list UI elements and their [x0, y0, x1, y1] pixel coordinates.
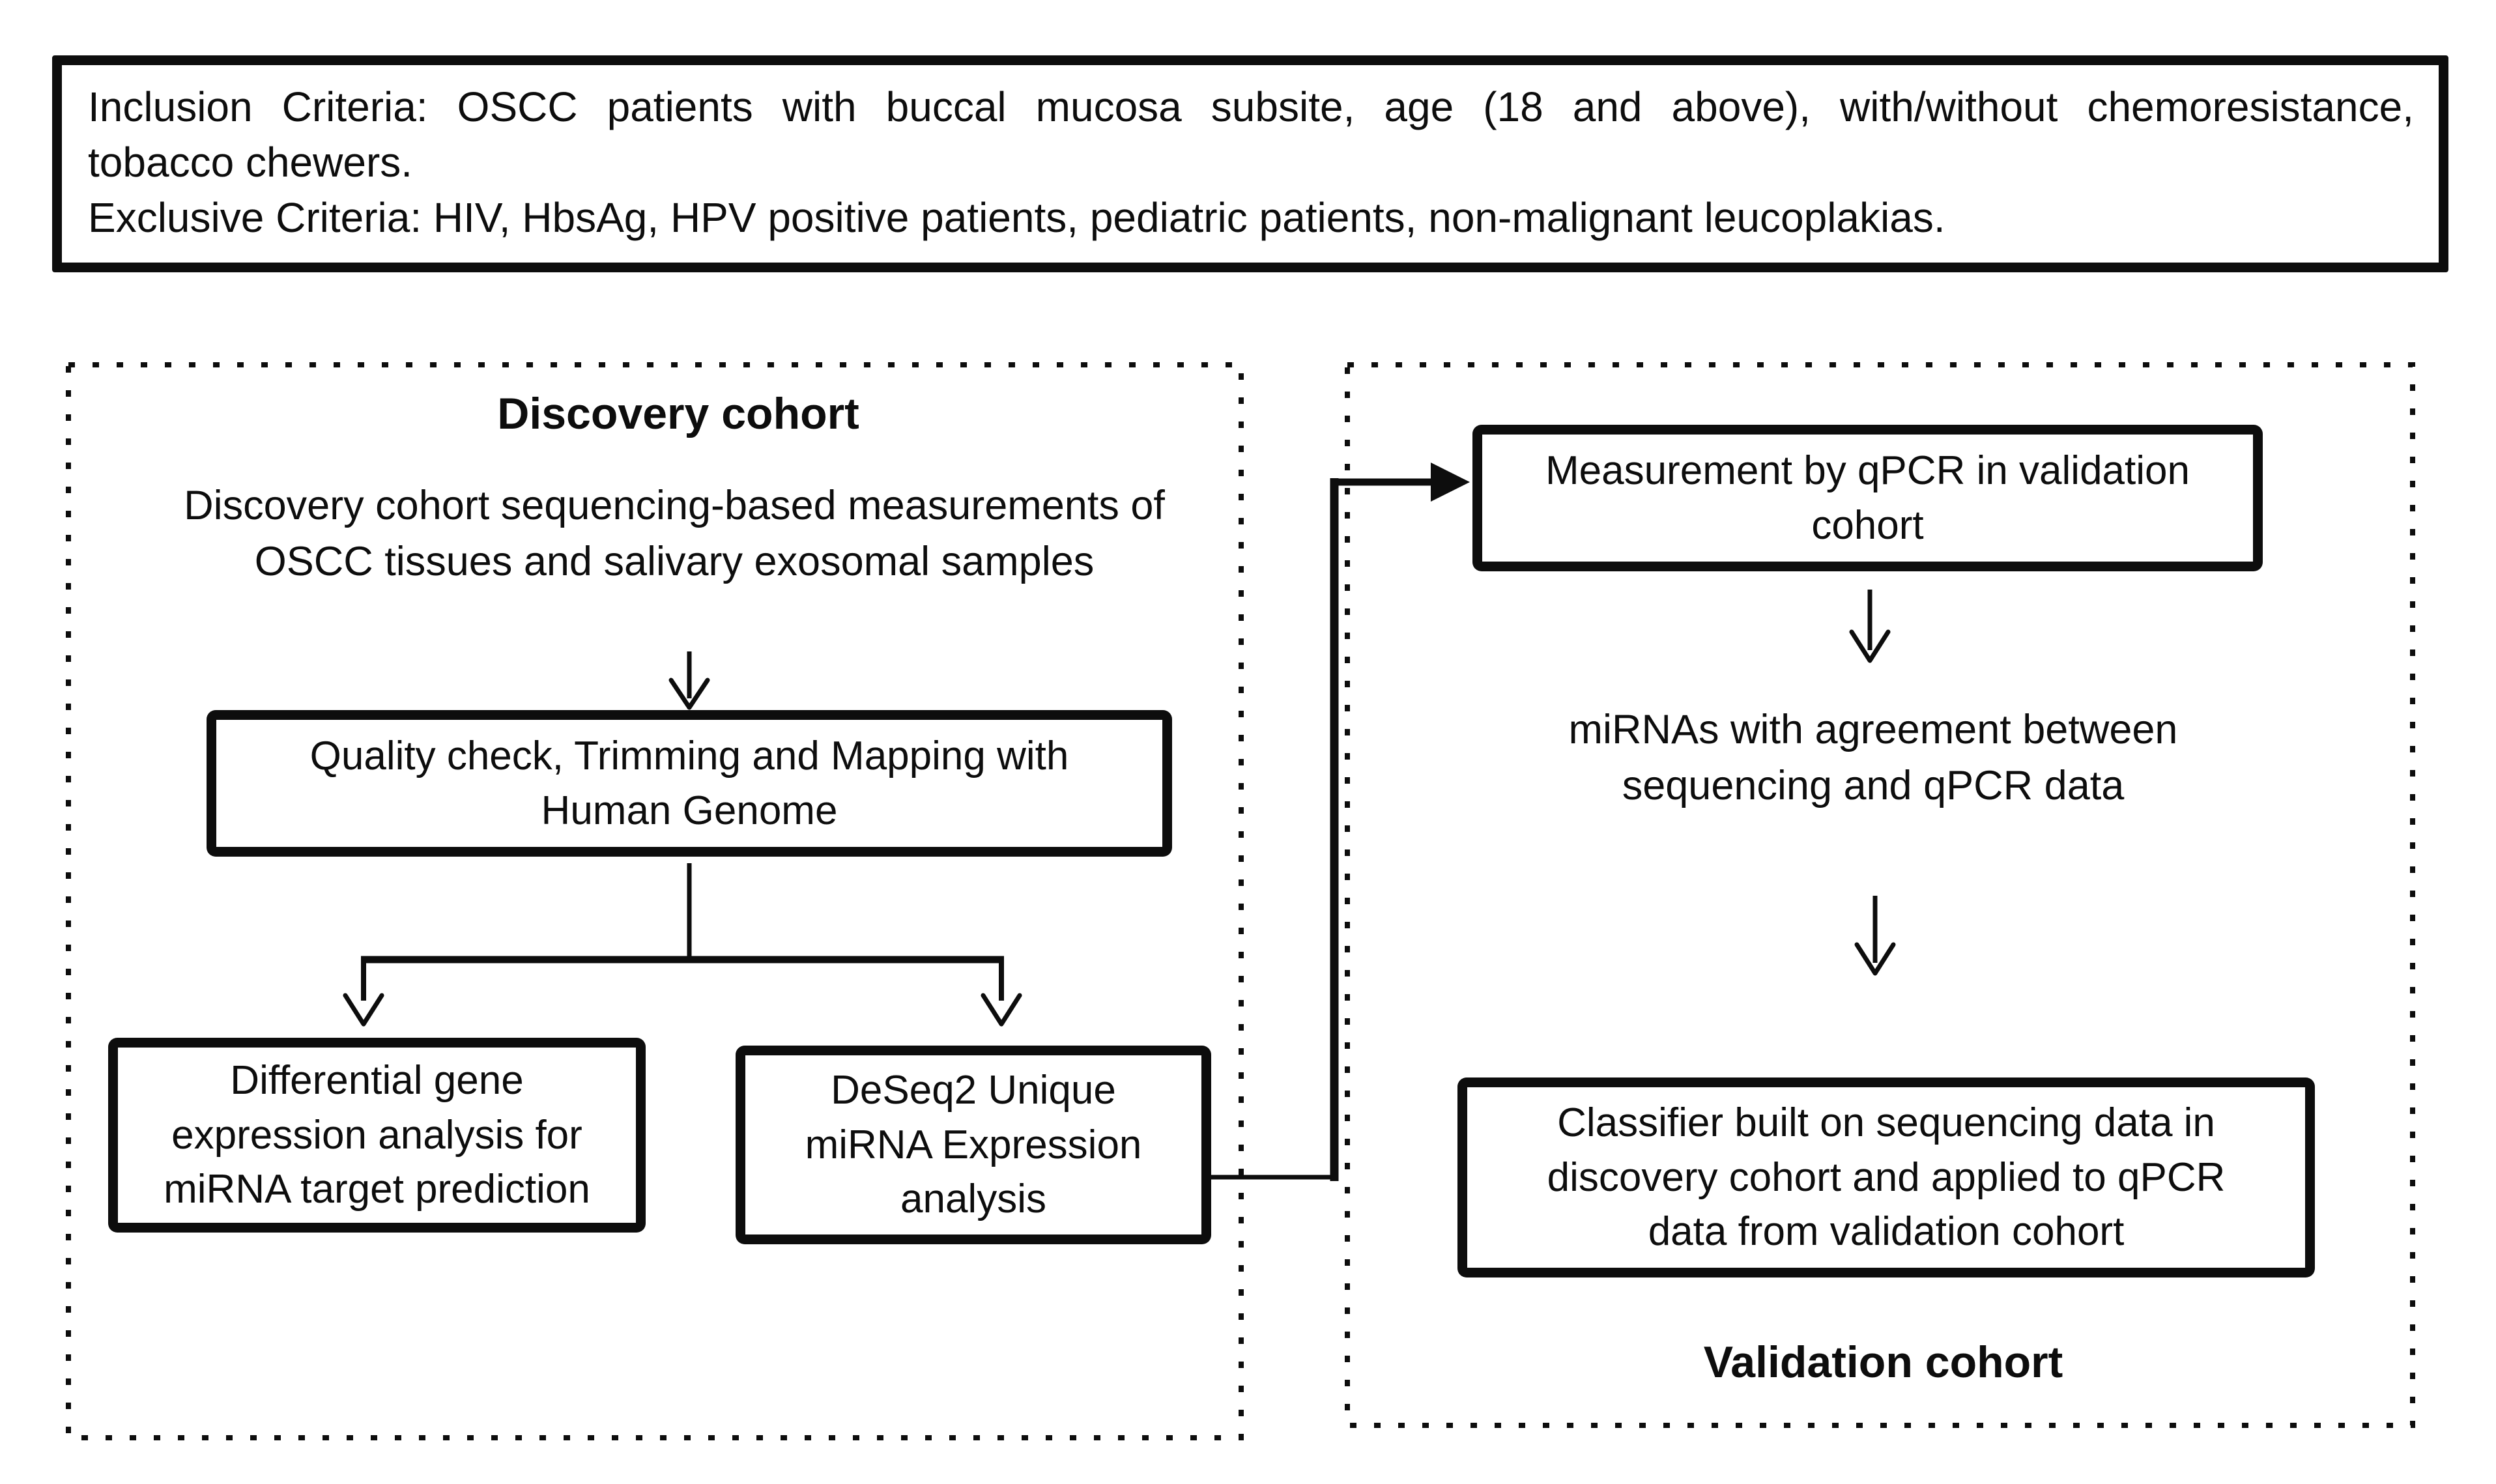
deseq2-analysis-box: DeSeq2 Unique miRNA Expression analysis: [736, 1046, 1211, 1244]
agreement-note-text: miRNAs with agreement between sequencing…: [1568, 707, 2178, 808]
arrow-agreement-to-classifier: [1854, 896, 1896, 976]
branch-connector: [343, 863, 1022, 1027]
quality-check-box: Quality check, Trimming and Mapping with…: [207, 710, 1172, 857]
discovery-intro-text: Discovery cohort sequencing-based measur…: [184, 483, 1165, 584]
arrow-intro-to-quality: [668, 651, 710, 710]
criteria-box: Inclusion Criteria: OSCC patients with b…: [52, 55, 2448, 273]
classifier-box: Classifier built on sequencing data in d…: [1457, 1077, 2315, 1277]
arrow-measurement-to-agreement: [1849, 590, 1891, 663]
validation-region-title: Validation cohort: [1703, 1337, 2063, 1387]
arrowhead-to-differential: [343, 993, 384, 1027]
inclusion-criteria-line2: tobacco chewers.: [88, 139, 413, 186]
differential-expression-box: Differential gene expression analysis fo…: [108, 1038, 646, 1233]
arrowhead-to-deseq: [981, 993, 1022, 1027]
arrowhead-to-measurement: [1431, 463, 1470, 502]
qpcr-measurement-box: Measurement by qPCR in validation cohort: [1472, 425, 2263, 571]
inclusion-criteria-line1: Inclusion Criteria: OSCC patients with b…: [88, 83, 2414, 130]
discovery-region-title: Discovery cohort: [497, 389, 859, 438]
exclusion-criteria-line: Exclusive Criteria: HIV, HbsAg, HPV posi…: [88, 194, 1945, 242]
